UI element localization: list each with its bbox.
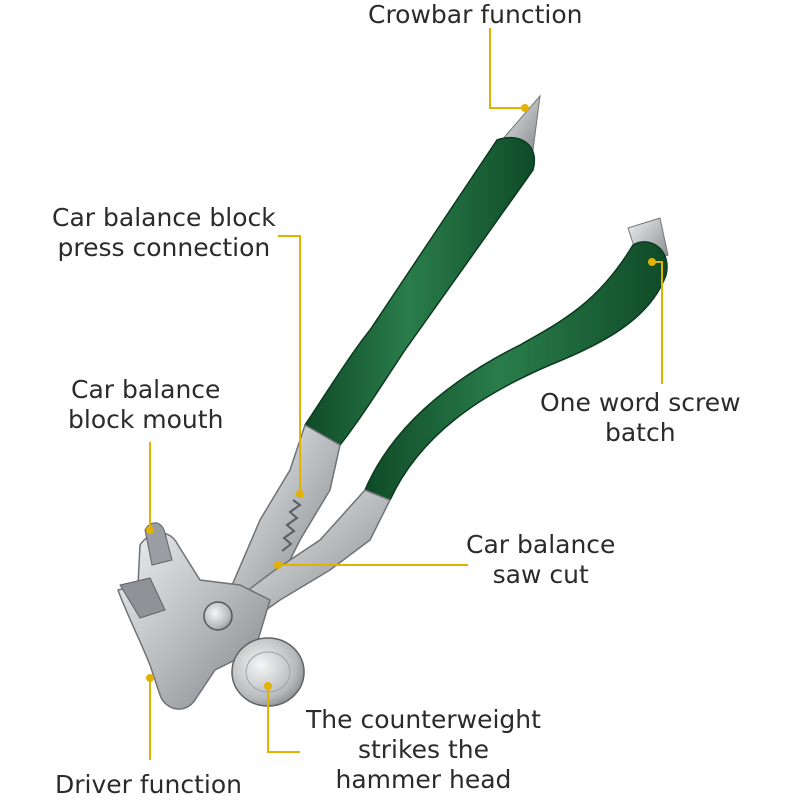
label-driver: Driver function [55, 770, 242, 800]
label-saw-cut: Car balance saw cut [466, 530, 615, 590]
leader-lines [149, 28, 663, 760]
left-handle [303, 136, 536, 446]
dot-saw-cut [274, 561, 282, 569]
leader-hammer-head [267, 686, 300, 753]
leader-crowbar [489, 28, 525, 109]
right-handle [364, 241, 668, 501]
label-screw-batch: One word screw batch [540, 388, 741, 448]
label-block-mouth-line-1: Car balance [70, 375, 221, 404]
pivot-rivet [203, 601, 233, 631]
dot-screw-batch [648, 258, 656, 266]
label-saw-cut-line-1: Car balance [466, 530, 616, 559]
leader-dots [146, 104, 656, 690]
label-crowbar-line-1: Crowbar function [368, 0, 583, 29]
label-hammer-head-line-3: hammer head [335, 765, 512, 794]
label-block-mouth-line-2: block mouth [68, 405, 224, 434]
label-crowbar: Crowbar function [368, 0, 582, 30]
label-block-mouth: Car balance block mouth [68, 375, 223, 435]
label-saw-cut-line-2: saw cut [492, 560, 589, 589]
label-screw-batch-line-2: batch [604, 418, 676, 447]
dot-hammer-head [264, 682, 272, 690]
jaw-head [117, 532, 271, 710]
label-press-connection-line-1: Car balance block [52, 203, 276, 232]
dot-driver [146, 674, 154, 682]
driver-claw [119, 577, 166, 619]
label-hammer-head: The counterweight strikes the hammer hea… [306, 705, 541, 795]
dot-block-mouth [146, 526, 154, 534]
label-driver-line-1: Driver function [55, 770, 242, 799]
label-hammer-head-line-2: strikes the [357, 735, 489, 764]
label-hammer-head-line-1: The counterweight [306, 705, 541, 734]
saw-teeth [281, 499, 302, 552]
leader-press-connection [278, 235, 301, 494]
dot-crowbar [521, 104, 529, 112]
label-press-connection: Car balance block press connection [52, 203, 276, 263]
label-press-connection-line-2: press connection [57, 233, 271, 262]
label-screw-batch-line-1: One word screw [540, 388, 741, 417]
dot-press-connection [296, 490, 304, 498]
